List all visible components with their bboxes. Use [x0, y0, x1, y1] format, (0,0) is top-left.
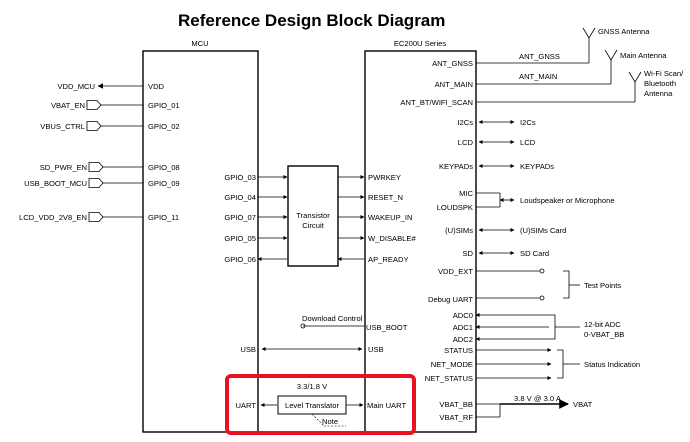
pin-gpio-04: GPIO_04 [224, 193, 256, 202]
pin-adc0: ADC0 [453, 311, 473, 320]
pin-gpio-05: GPIO_05 [224, 234, 256, 243]
net-ant-gnss: ANT_GNSS [519, 52, 560, 61]
download-control-label: Download Control [302, 314, 363, 323]
pin-adc2: ADC2 [453, 335, 473, 344]
ext-audio: Loudspeaker or Microphone [520, 196, 615, 205]
pin-mcu-uart: UART [235, 401, 256, 410]
ec200u-block [364, 50, 477, 433]
gpio-to-transistor: GPIO_03 GPIO_04 GPIO_07 GPIO_05 GPIO_06 [224, 173, 288, 264]
pin-reset-n: RESET_N [368, 193, 403, 202]
ext-sd-pwr-en: SD_PWR_EN [40, 163, 87, 172]
pin-mic: MIC [459, 189, 473, 198]
vbat-section: VBAT_BB VBAT_RF 3.8 V @ 3.0 A VBAT [439, 394, 592, 422]
adc-section: ADC0 ADC1 ADC2 12-bit ADC 0-VBAT_BB [453, 311, 625, 344]
pin-vbat-rf: VBAT_RF [439, 413, 473, 422]
pin-sd: SD [462, 249, 473, 258]
ext-lcd: LCD [520, 138, 536, 147]
transistor-label-1: Transistor [296, 211, 330, 220]
test-points: VDD_EXT Debug UART Test Points [428, 267, 621, 304]
mcu-block [142, 50, 259, 433]
pin-vdd: VDD [148, 82, 165, 91]
pin-keypads: KEYPADs [439, 162, 473, 171]
pin-gpio-08: GPIO_08 [148, 163, 180, 172]
vbat-spec-label: 3.8 V @ 3.0 A [514, 394, 562, 403]
pin-gpio-02: GPIO_02 [148, 122, 180, 131]
ext-vbus-ctrl: VBUS_CTRL [40, 122, 85, 131]
wifi-bt-antenna-label-2: Bluetooth [644, 79, 676, 88]
pin-ant-bt-wifi: ANT_BT/WIFI_SCAN [400, 98, 473, 107]
wifi-bt-antenna-label-1: Wi-Fi Scan/ [644, 69, 684, 78]
pin-lcd: LCD [458, 138, 474, 147]
pin-i2cs: I2Cs [457, 118, 473, 127]
pin-usims: (U)SIMs [445, 226, 473, 235]
ext-vdd-mcu: VDD_MCU [57, 82, 95, 91]
pin-gpio-06: GPIO_06 [224, 255, 256, 264]
interface-section: I2Cs I2Cs LCD LCD KEYPADs KEYPADs MIC LO… [437, 118, 615, 258]
pin-gpio-03: GPIO_03 [224, 173, 256, 182]
pin-adc1: ADC1 [453, 323, 473, 332]
ext-i2cs: I2Cs [520, 118, 536, 127]
mcu-left-signals: VDD_MCU VDD VBAT_EN GPIO_01 VBUS_CTRL GP… [19, 82, 180, 222]
main-antenna-label: Main Antenna [620, 51, 667, 60]
ext-sd-card: SD Card [520, 249, 549, 258]
pin-gpio-07: GPIO_07 [224, 213, 256, 222]
gnss-antenna-label: GNSS Antenna [598, 27, 650, 36]
transistor-to-module [337, 175, 365, 261]
net-ant-main: ANT_MAIN [519, 72, 557, 81]
pin-vbat-bb: VBAT_BB [439, 400, 473, 409]
status-section: STATUS NET_MODE NET_STATUS Status Indica… [425, 346, 640, 383]
adc-label-2: 0-VBAT_BB [584, 330, 624, 339]
note-label: Note [322, 417, 338, 426]
pin-w-disable: W_DISABLE# [368, 234, 416, 243]
module-left-pins: PWRKEY RESET_N WAKEUP_IN W_DISABLE# AP_R… [366, 173, 416, 410]
transistor-circuit-block [287, 165, 339, 267]
pin-mcu-usb: USB [240, 345, 256, 354]
mcu-header: MCU [191, 39, 208, 48]
pin-wakeup-in: WAKEUP_IN [368, 213, 412, 222]
pin-ant-gnss: ANT_GNSS [432, 59, 473, 68]
pin-gpio-09: GPIO_09 [148, 179, 180, 188]
pin-gpio-11: GPIO_11 [148, 213, 179, 222]
uart-highlight-box [225, 374, 416, 435]
diagram-title: Reference Design Block Diagram [178, 11, 445, 30]
adc-label-1: 12-bit ADC [584, 320, 621, 329]
pin-net-mode: NET_MODE [431, 360, 473, 369]
pin-vdd-ext: VDD_EXT [438, 267, 473, 276]
pin-pwrkey: PWRKEY [368, 173, 401, 182]
ext-usims: (U)SIMs Card [520, 226, 566, 235]
pin-module-usb: USB [368, 345, 384, 354]
antenna-section: ANT_GNSS ANT_GNSS GNSS Antenna ANT_MAIN … [400, 27, 684, 107]
ext-vbat-en: VBAT_EN [51, 101, 85, 110]
transistor-label-2: Circuit [302, 221, 324, 230]
test-points-label: Test Points [584, 281, 621, 290]
pin-usb-boot: USB_BOOT [366, 323, 408, 332]
module-header: EC200U Series [394, 39, 447, 48]
pin-main-uart: Main UART [367, 401, 406, 410]
wifi-bt-antenna-label-3: Antenna [644, 89, 673, 98]
pin-ant-main: ANT_MAIN [435, 80, 473, 89]
status-indication-label: Status Indication [584, 360, 640, 369]
pin-status: STATUS [444, 346, 473, 355]
pin-debug-uart: Debug UART [428, 295, 473, 304]
level-translator-label: Level Translator [285, 401, 339, 410]
ext-usb-boot-mcu: USB_BOOT_MCU [24, 179, 87, 188]
ext-lcd-vdd-en: LCD_VDD_2V8_EN [19, 213, 87, 222]
ext-keypads: KEYPADs [520, 162, 554, 171]
pin-loudspk: LOUDSPK [437, 203, 473, 212]
pin-ap-ready: AP_READY [368, 255, 409, 264]
level-translator-voltage: 3.3/1.8 V [297, 382, 328, 391]
vbat-out-label: VBAT [573, 400, 593, 409]
pin-gpio-01: GPIO_01 [148, 101, 180, 110]
pin-net-status: NET_STATUS [425, 374, 473, 383]
